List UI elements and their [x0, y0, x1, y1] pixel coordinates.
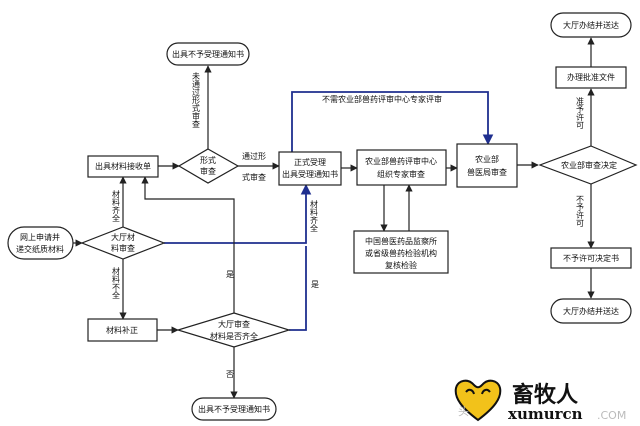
node-ministry-decision: 农业部审查决定: [538, 145, 638, 185]
watermark-cn: 畜牧人: [512, 382, 578, 408]
label-fail-form: 未通过形式审查: [192, 71, 201, 128]
label-yes-mid: 是: [226, 270, 234, 279]
node-receipt-text: 出具材料接收单: [95, 161, 151, 171]
node-formal-accept: 正式受理 出具受理通知书: [278, 151, 342, 186]
node-vet-bureau-line1: 农业部: [475, 154, 499, 164]
node-done-top: 大厅办结并送达: [550, 12, 632, 38]
label-pass-form-line1: 通过形: [242, 151, 266, 161]
node-online-apply-line2: 递交纸质材料: [16, 244, 64, 254]
node-complete-check-line2: 材料是否齐全: [210, 331, 258, 341]
node-reject-top-text: 出具不予受理通知书: [172, 49, 244, 59]
node-receipt: 出具材料接收单: [87, 155, 159, 178]
label-not-permit: 不予许可: [576, 195, 585, 227]
node-expert-review-line1: 农业部兽药评审中心: [365, 156, 437, 166]
node-reject-bottom-text: 出具不予受理通知书: [198, 404, 270, 414]
node-vet-bureau: 农业部 兽医局审查: [456, 143, 518, 188]
node-approval-doc-text: 办理批准文件: [567, 72, 615, 82]
label-pass-form-line2: 式审查: [242, 172, 266, 182]
node-done-bottom: 大厅办结并送达: [550, 298, 632, 324]
node-lab-check-line3: 复核检验: [385, 260, 417, 270]
node-lab-check: 中国兽医药品监察所 或省级兽药检验机构 复核检验: [353, 230, 449, 274]
node-expert-review-line2: 组织专家审查: [377, 169, 425, 179]
node-complete-check-line1: 大厅审查: [218, 319, 250, 329]
node-reject-bottom: 出具不予受理通知书: [191, 397, 277, 421]
heart-logo-icon: [454, 379, 502, 422]
edge-formal-bureau-blue: [291, 91, 494, 152]
node-formal-accept-line1: 正式受理: [294, 157, 326, 167]
node-approval-doc: 办理批准文件: [555, 66, 627, 89]
node-not-permit-doc-text: 不予许可决定书: [563, 253, 619, 263]
node-vet-bureau-line2: 兽医局审查: [467, 167, 507, 177]
node-reject-top: 出具不予受理通知书: [166, 42, 250, 66]
node-ministry-decision-text: 农业部审查决定: [561, 160, 617, 170]
label-permit: 准予许可: [576, 96, 585, 129]
node-hall-review-line1: 大厅材: [111, 232, 135, 242]
watermark-dom: .COM: [597, 409, 626, 422]
node-lab-check-line2: 或省级兽药检验机构: [365, 248, 437, 258]
node-complete-check: 大厅审查 材料是否齐全: [175, 312, 292, 348]
label-skip-expert: 不需农业部兽药评审中心专家评审: [322, 94, 442, 104]
edge-hall-formal-blue: [164, 183, 312, 244]
node-form-review-line1: 形式: [200, 155, 216, 165]
node-lab-check-line1: 中国兽医药品监察所: [365, 236, 437, 246]
watermark-en: xumurcn: [508, 405, 583, 423]
watermark-logo: 头 畜牧人 xumurcn .COM: [454, 379, 626, 423]
label-no-bottom: 否: [226, 370, 234, 379]
label-materials-ok-left: 材料齐全: [112, 189, 121, 222]
node-formal-accept-line2: 出具受理通知书: [282, 169, 338, 179]
label-materials-ok-right: 材料齐全: [310, 199, 319, 232]
node-form-review: 形式 审查: [177, 148, 240, 184]
node-online-apply: 网上申请并 递交纸质材料: [7, 226, 74, 260]
edge-check-formal-blue: [289, 246, 307, 331]
node-online-apply-line1: 网上申请并: [20, 232, 60, 242]
node-supplement: 材料补正: [87, 318, 158, 342]
node-done-top-text: 大厅办结并送达: [563, 20, 619, 30]
label-yes-right: 是: [311, 280, 319, 289]
node-supplement-text: 材料补正: [106, 325, 138, 335]
edge-check-receipt: [141, 176, 235, 313]
watermark-wechat-mark: 头: [458, 405, 469, 418]
node-done-bottom-text: 大厅办结并送达: [563, 306, 619, 316]
node-form-review-line2: 审查: [200, 166, 216, 176]
node-hall-review-line2: 料审查: [111, 243, 135, 253]
node-expert-review: 农业部兽药评审中心 组织专家审查: [356, 149, 447, 186]
label-materials-missing: 材料不全: [112, 266, 121, 299]
node-not-permit-doc: 不予许可决定书: [550, 247, 632, 269]
node-hall-review: 大厅材 料审查: [80, 226, 166, 260]
edges: [73, 37, 595, 399]
